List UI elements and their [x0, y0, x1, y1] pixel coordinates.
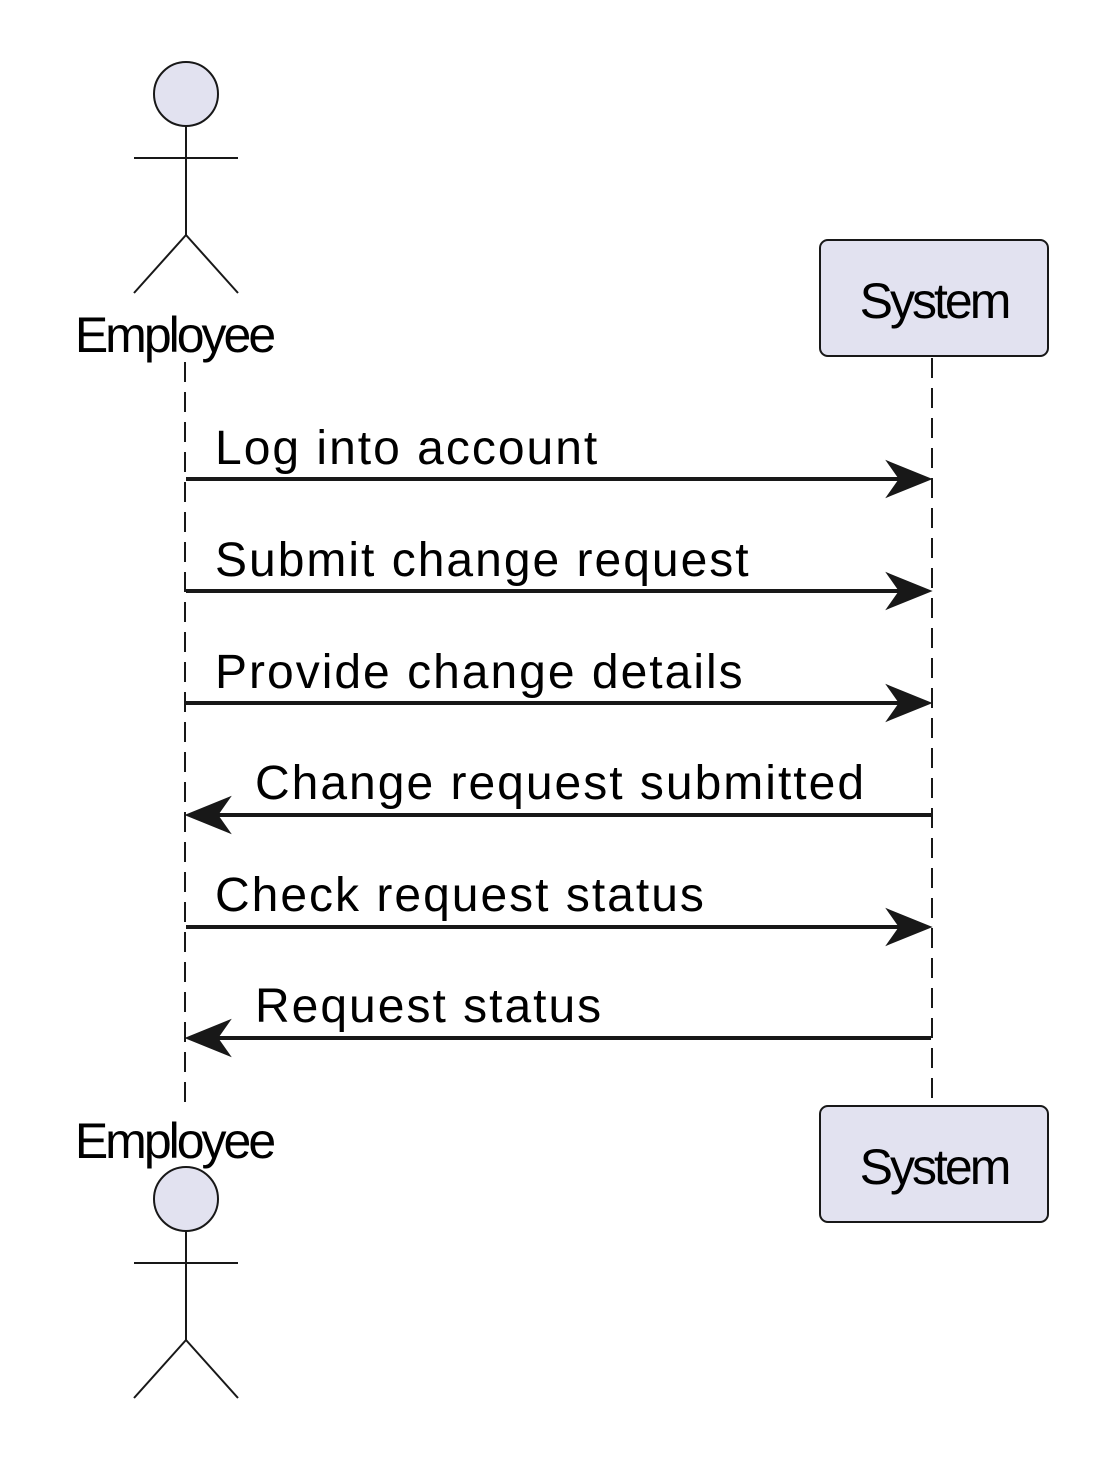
message-4: Change request submitted — [184, 757, 931, 835]
system-participant-top: System — [819, 239, 1049, 357]
actor-left-leg-icon — [133, 234, 187, 294]
message-6: Request status — [184, 980, 931, 1058]
arrow-right-icon — [885, 459, 933, 499]
arrow-right-icon — [885, 683, 933, 723]
actor-right-leg-icon — [185, 234, 239, 294]
actor-right-leg-icon — [185, 1339, 239, 1399]
message-label: Change request submitted — [255, 757, 866, 810]
system-box-bottom — [819, 1105, 1049, 1223]
message-label: Provide change details — [215, 646, 745, 699]
arrow-left-icon — [184, 1018, 232, 1058]
message-5: Check request status — [186, 869, 933, 947]
actor-head-icon — [153, 1166, 219, 1232]
message-label: Submit change request — [215, 534, 751, 587]
message-3: Provide change details — [186, 646, 933, 723]
system-box-top — [819, 239, 1049, 357]
system-label-bottom: System — [860, 1139, 1009, 1195]
arrow-right-icon — [885, 907, 933, 947]
message-label: Check request status — [215, 869, 706, 922]
actor-left-leg-icon — [133, 1339, 187, 1399]
arrow-left-icon — [184, 795, 232, 835]
employee-actor-top: Employee — [75, 61, 277, 363]
arrow-right-icon — [885, 571, 933, 611]
message-1: Log into account — [186, 422, 933, 499]
system-label-top: System — [860, 273, 1009, 329]
message-label: Log into account — [215, 422, 599, 475]
message-2: Submit change request — [186, 534, 933, 611]
system-participant-bottom: System — [819, 1105, 1049, 1223]
employee-label-top: Employee — [75, 307, 275, 363]
employee-label-bottom: Employee — [75, 1113, 275, 1169]
actor-head-icon — [153, 61, 219, 127]
employee-actor-bottom: Employee — [75, 1113, 277, 1399]
message-label: Request status — [255, 980, 603, 1033]
